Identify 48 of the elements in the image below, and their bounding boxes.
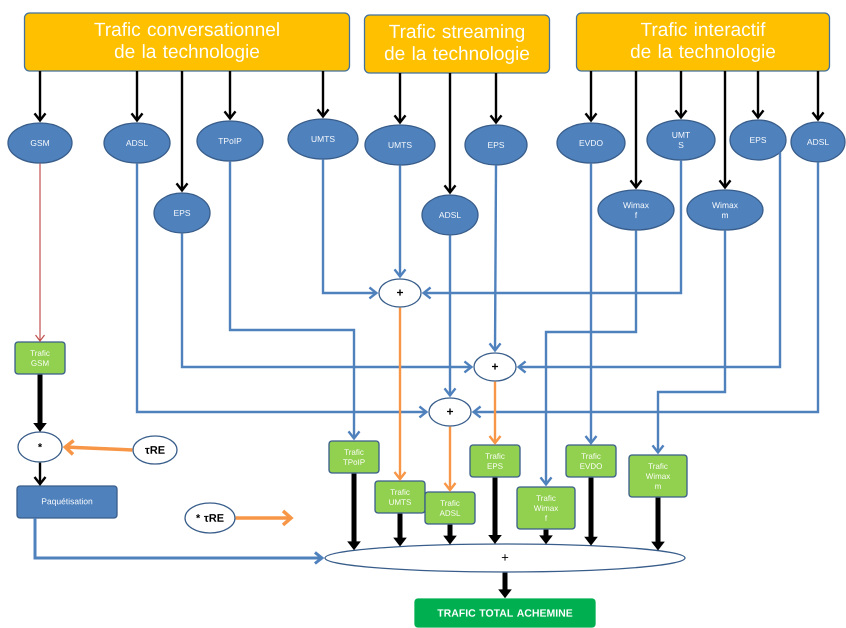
arrow — [394, 166, 406, 278]
arrow — [35, 164, 45, 342]
arrow — [176, 71, 188, 192]
arrow — [488, 166, 502, 352]
arrow — [488, 382, 502, 445]
arrow — [34, 518, 324, 565]
arrow — [422, 160, 682, 300]
arrow — [652, 230, 726, 454]
traffic-box: Trafic Wimax m — [628, 454, 688, 498]
arrow — [136, 164, 428, 418]
arrow — [224, 71, 236, 120]
header-box: Trafic conversationnel de la technologie — [24, 12, 350, 72]
arrow — [228, 162, 360, 440]
header-box: Trafic interactif de la technologie — [576, 12, 830, 72]
arrow — [516, 152, 782, 374]
traffic-box: Trafic ADSL — [424, 491, 476, 525]
arrow — [630, 71, 642, 190]
arrow — [62, 439, 132, 456]
traffic-box: Trafic UMTS — [374, 480, 426, 514]
traffic-box: Trafic GSM — [14, 341, 66, 375]
arrow — [322, 160, 378, 300]
header-box: Trafic streaming de la technologie — [364, 14, 550, 74]
arrow — [444, 426, 456, 492]
arrow — [674, 71, 688, 120]
arrow — [444, 73, 456, 194]
traffic-box: Trafic EPS — [469, 444, 521, 478]
arrow — [718, 71, 732, 190]
arrow — [34, 71, 46, 122]
arrow — [34, 462, 46, 486]
arrow — [130, 71, 144, 122]
arrow — [236, 510, 294, 526]
traffic-box: Trafic EVDO — [565, 444, 617, 478]
traffic-box: Trafic TPoIP — [328, 440, 380, 474]
arrow — [444, 236, 456, 398]
arrow — [394, 308, 406, 481]
process-box: Paquétisation — [16, 485, 118, 519]
arrow — [752, 71, 764, 120]
traffic-box: Trafic Wimax f — [516, 486, 576, 530]
arrow — [394, 73, 406, 124]
arrow — [316, 71, 330, 118]
arrow — [180, 234, 474, 374]
arrow — [584, 164, 598, 445]
arrow — [584, 71, 598, 122]
arrow — [540, 230, 638, 486]
arrow — [490, 73, 502, 124]
arrow — [812, 71, 824, 122]
total-box: TRAFIC TOTAL ACHEMINE — [414, 598, 596, 628]
arrow — [472, 162, 820, 418]
